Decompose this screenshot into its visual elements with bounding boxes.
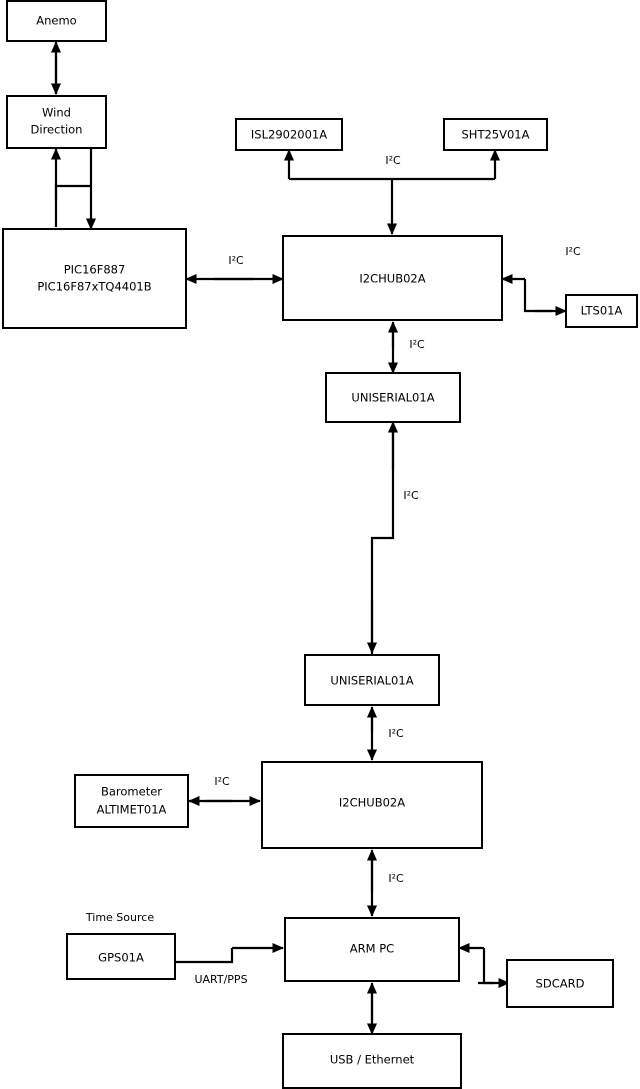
node-wind-direction-box <box>6 95 107 149</box>
edge-hub-lts-elbow <box>523 279 552 313</box>
node-uniserial01a-bottom-label: UNISERIAL01A <box>330 674 413 688</box>
node-isl2902001a-label: ISL2902001A <box>251 128 327 142</box>
node-arm-pc-label: ARM PC <box>350 942 394 956</box>
node-pic-mcu[interactable]: PIC16F887 PIC16F87xTQ4401B <box>2 228 187 329</box>
node-wind-direction-label-line2: Direction <box>31 123 83 137</box>
node-uniserial01a-top-label: UNISERIAL01A <box>351 391 434 405</box>
node-gps01a-label: GPS01A <box>98 951 144 965</box>
node-uniserial01a-bottom-box <box>304 654 440 706</box>
node-i2chub02a-bottom-label: I2CHUB02A <box>339 796 405 810</box>
node-barometer-label-line1: Barometer <box>101 785 162 799</box>
node-pic-mcu-label-line2: PIC16F87xTQ4401B <box>37 280 151 294</box>
node-sht25v01a-box <box>443 118 548 151</box>
node-lts01a-label: LTS01A <box>581 304 623 318</box>
edge-label-uniserial-hub-bot: I²C <box>388 727 404 740</box>
edge-label-hub-lts: I²C <box>565 245 581 258</box>
node-uniserial01a-top-box <box>325 372 461 423</box>
node-anemo-box <box>6 0 107 42</box>
node-i2chub02a-top[interactable]: I2CHUB02A <box>282 235 503 321</box>
node-uniserial01a-bottom[interactable]: UNISERIAL01A <box>304 654 440 706</box>
node-sdcard[interactable]: SDCARD <box>506 959 614 1008</box>
node-usb-ethernet-box <box>282 1033 462 1089</box>
node-barometer-label-line2: ALTIMET01A <box>97 803 167 817</box>
node-arm-pc[interactable]: ARM PC <box>284 917 460 982</box>
node-wind-direction[interactable]: Wind Direction <box>6 95 107 149</box>
node-sht25v01a[interactable]: SHT25V01A <box>443 118 548 151</box>
node-arm-pc-box <box>284 917 460 982</box>
edge-label-gps-armpc: UART/PPS <box>194 973 247 986</box>
node-lts01a[interactable]: LTS01A <box>565 294 638 328</box>
edge-label-hub-uniserial: I²C <box>409 338 425 351</box>
node-barometer-box <box>74 774 189 828</box>
edge-armpc-sdcard-elbow <box>482 948 494 985</box>
node-wind-direction-label-line1: Wind <box>42 106 71 120</box>
node-pic-mcu-label-line1: PIC16F887 <box>64 263 126 277</box>
node-pic-mcu-box <box>2 228 187 329</box>
edge-label-uniserial-link: I²C <box>403 489 419 502</box>
edge-label-pic-hub: I²C <box>228 254 244 267</box>
node-uniserial01a-top[interactable]: UNISERIAL01A <box>325 372 461 423</box>
node-i2chub02a-top-box <box>282 235 503 321</box>
edge-pic-to-wind-segment <box>54 149 93 227</box>
node-i2chub02a-bottom[interactable]: I2CHUB02A <box>261 761 483 849</box>
annotation-time-source: Time Source <box>85 911 154 924</box>
edge-label-barometer-hub: I²C <box>214 775 230 788</box>
node-usb-ethernet-label: USB / Ethernet <box>330 1053 415 1067</box>
node-sdcard-label: SDCARD <box>536 977 585 991</box>
node-gps01a-box <box>66 933 176 980</box>
edge-label-hub-sensors: I²C <box>385 154 401 167</box>
edge-label-hub-armpc: I²C <box>388 872 404 885</box>
edge-gps-armpc-elbow <box>175 948 234 964</box>
node-i2chub02a-top-label: I2CHUB02A <box>359 272 425 286</box>
edge-uniserial-link-path <box>370 425 395 655</box>
node-isl2902001a-box <box>235 118 343 151</box>
node-sht25v01a-label: SHT25V01A <box>462 128 530 142</box>
node-sdcard-box <box>506 959 614 1008</box>
node-lts01a-box <box>565 294 638 328</box>
node-isl2902001a[interactable]: ISL2902001A <box>235 118 343 151</box>
node-anemo-label: Anemo <box>36 14 76 28</box>
node-barometer[interactable]: Barometer ALTIMET01A <box>74 774 189 828</box>
node-usb-ethernet[interactable]: USB / Ethernet <box>282 1033 462 1089</box>
node-anemo[interactable]: Anemo <box>6 0 107 42</box>
node-i2chub02a-bottom-box <box>261 761 483 849</box>
node-gps01a[interactable]: GPS01A <box>66 933 176 980</box>
